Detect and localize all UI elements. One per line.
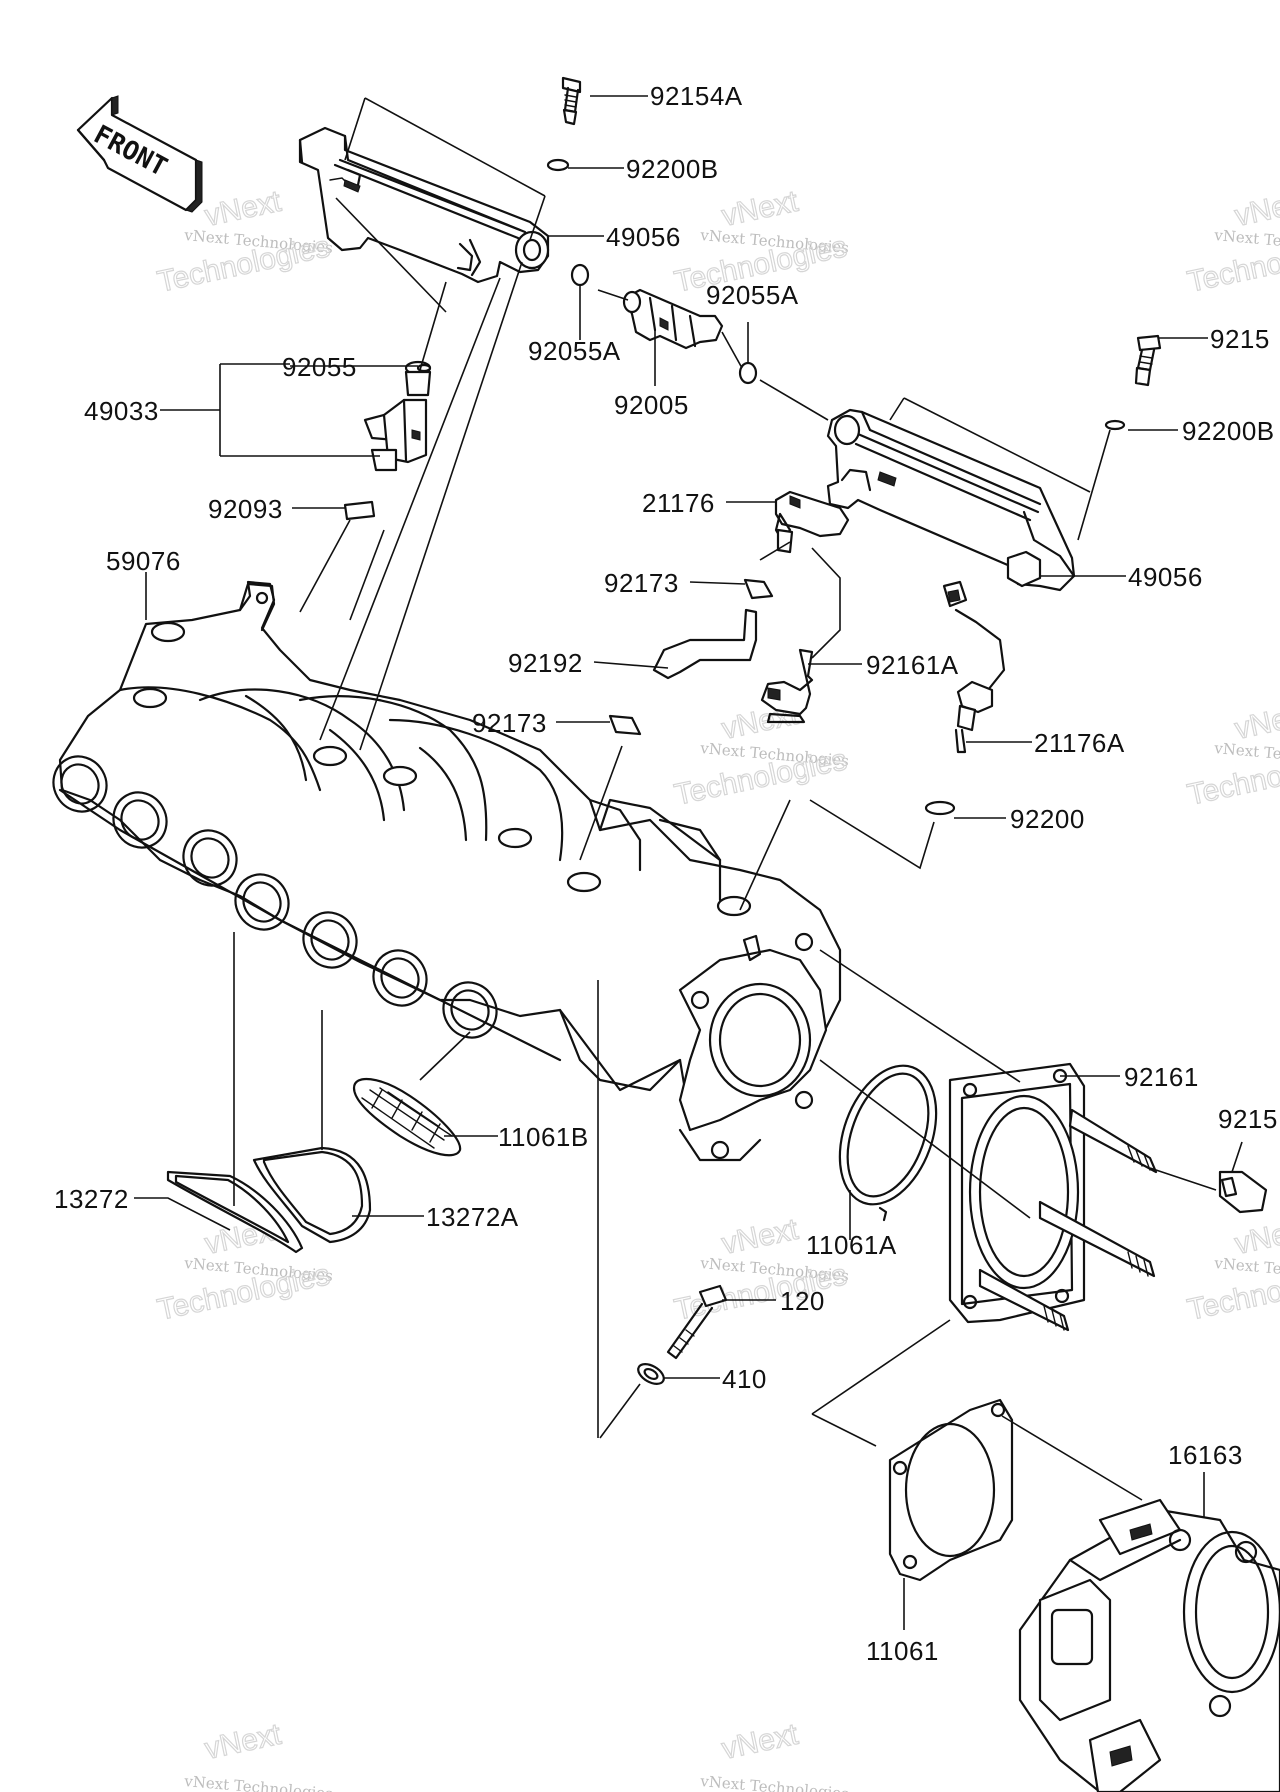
watermark-mid: vNext Technologies — [183, 1772, 334, 1792]
label-49033[interactable]: 49033 — [84, 396, 159, 426]
intake-manifold-59076 — [52, 580, 842, 1162]
washer-92200B — [546, 158, 570, 172]
watermark-top: vNext — [719, 1718, 802, 1766]
label-11061[interactable]: 11061 — [866, 1636, 939, 1666]
bolt-92154-right — [1134, 334, 1162, 387]
washer-410 — [637, 1363, 665, 1385]
label-92161A[interactable]: 92161A — [866, 650, 959, 680]
clamp-92173 — [743, 578, 774, 600]
washer-92200 — [924, 800, 956, 816]
label-21176A[interactable]: 21176A — [1034, 728, 1125, 758]
label-13272A[interactable]: 13272A — [426, 1202, 519, 1232]
injector-49033 — [363, 360, 432, 472]
label-92055[interactable]: 92055 — [282, 352, 357, 382]
label-11061B[interactable]: 11061B — [498, 1122, 589, 1152]
gasket-11061 — [888, 1398, 1014, 1582]
watermark-top: vNext — [1232, 185, 1280, 233]
label-92093[interactable]: 92093 — [208, 494, 283, 524]
label-120[interactable]: 120 — [780, 1286, 825, 1316]
watermark-top: vNext — [719, 1213, 802, 1261]
front-arrow-icon: FRONT — [76, 95, 203, 213]
label-11061A[interactable]: 11061A — [806, 1230, 897, 1260]
label-59076[interactable]: 59076 — [106, 546, 181, 576]
o-ring-92055A — [738, 361, 758, 385]
watermark-top: vNext — [1232, 1213, 1280, 1261]
fuel-rail-right — [826, 408, 1076, 592]
hose-92192 — [652, 608, 758, 680]
clamp-92173 — [608, 714, 642, 736]
label-92154-right[interactable]: 9215 — [1210, 324, 1270, 354]
leader-lines — [134, 95, 1243, 1630]
seal-92093 — [343, 500, 376, 521]
label-92154A[interactable]: 92154A — [650, 81, 743, 111]
label-92200B[interactable]: 92200B — [626, 154, 719, 184]
label-49056[interactable]: 49056 — [606, 222, 681, 252]
plate-11061B — [352, 1077, 462, 1157]
gasket-13272 — [166, 1170, 304, 1254]
watermark-mid: vNext Technologies — [699, 1772, 850, 1792]
label-21176[interactable]: 21176 — [642, 488, 715, 518]
bolt-92154-right-mid — [1218, 1170, 1268, 1214]
label-92200B-right[interactable]: 92200B — [1182, 416, 1275, 446]
washer-92200B — [1104, 419, 1126, 431]
watermark-top: vNext — [1232, 698, 1280, 746]
label-92154-right-mid[interactable]: 9215 — [1218, 1104, 1278, 1134]
sub-harness-92161A — [760, 648, 814, 724]
label-92055A[interactable]: 92055A — [706, 280, 799, 310]
gasket-13272A — [252, 1146, 372, 1244]
o-ring-11061A — [838, 1064, 938, 1222]
label-49056-right[interactable]: 49056 — [1128, 562, 1203, 592]
throttle-body-16163 — [1018, 1498, 1280, 1792]
label-92005[interactable]: 92005 — [614, 390, 689, 420]
label-92161[interactable]: 92161 — [1124, 1062, 1199, 1092]
watermark-top: vNext — [202, 185, 285, 233]
label-92055A[interactable]: 92055A — [528, 336, 621, 366]
label-92173[interactable]: 92173 — [604, 568, 679, 598]
label-92192[interactable]: 92192 — [508, 648, 583, 678]
label-410[interactable]: 410 — [722, 1364, 767, 1394]
part-labels: 92154A 92200B 49056 92055A 92055A 92005 … — [54, 81, 1278, 1666]
label-92200[interactable]: 92200 — [1010, 804, 1085, 834]
fuel-rail-left — [298, 126, 550, 284]
label-16163[interactable]: 16163 — [1168, 1440, 1243, 1470]
watermark-top: vNext — [719, 185, 802, 233]
o-ring-92055A — [570, 263, 590, 287]
sensor-21176A — [942, 580, 1006, 754]
joint-92005 — [622, 288, 724, 350]
label-13272[interactable]: 13272 — [54, 1184, 129, 1214]
watermark-top: vNext — [202, 1718, 285, 1766]
bolt-92154A — [561, 76, 582, 126]
spacer-92161 — [948, 1062, 1158, 1332]
label-92173[interactable]: 92173 — [472, 708, 547, 738]
